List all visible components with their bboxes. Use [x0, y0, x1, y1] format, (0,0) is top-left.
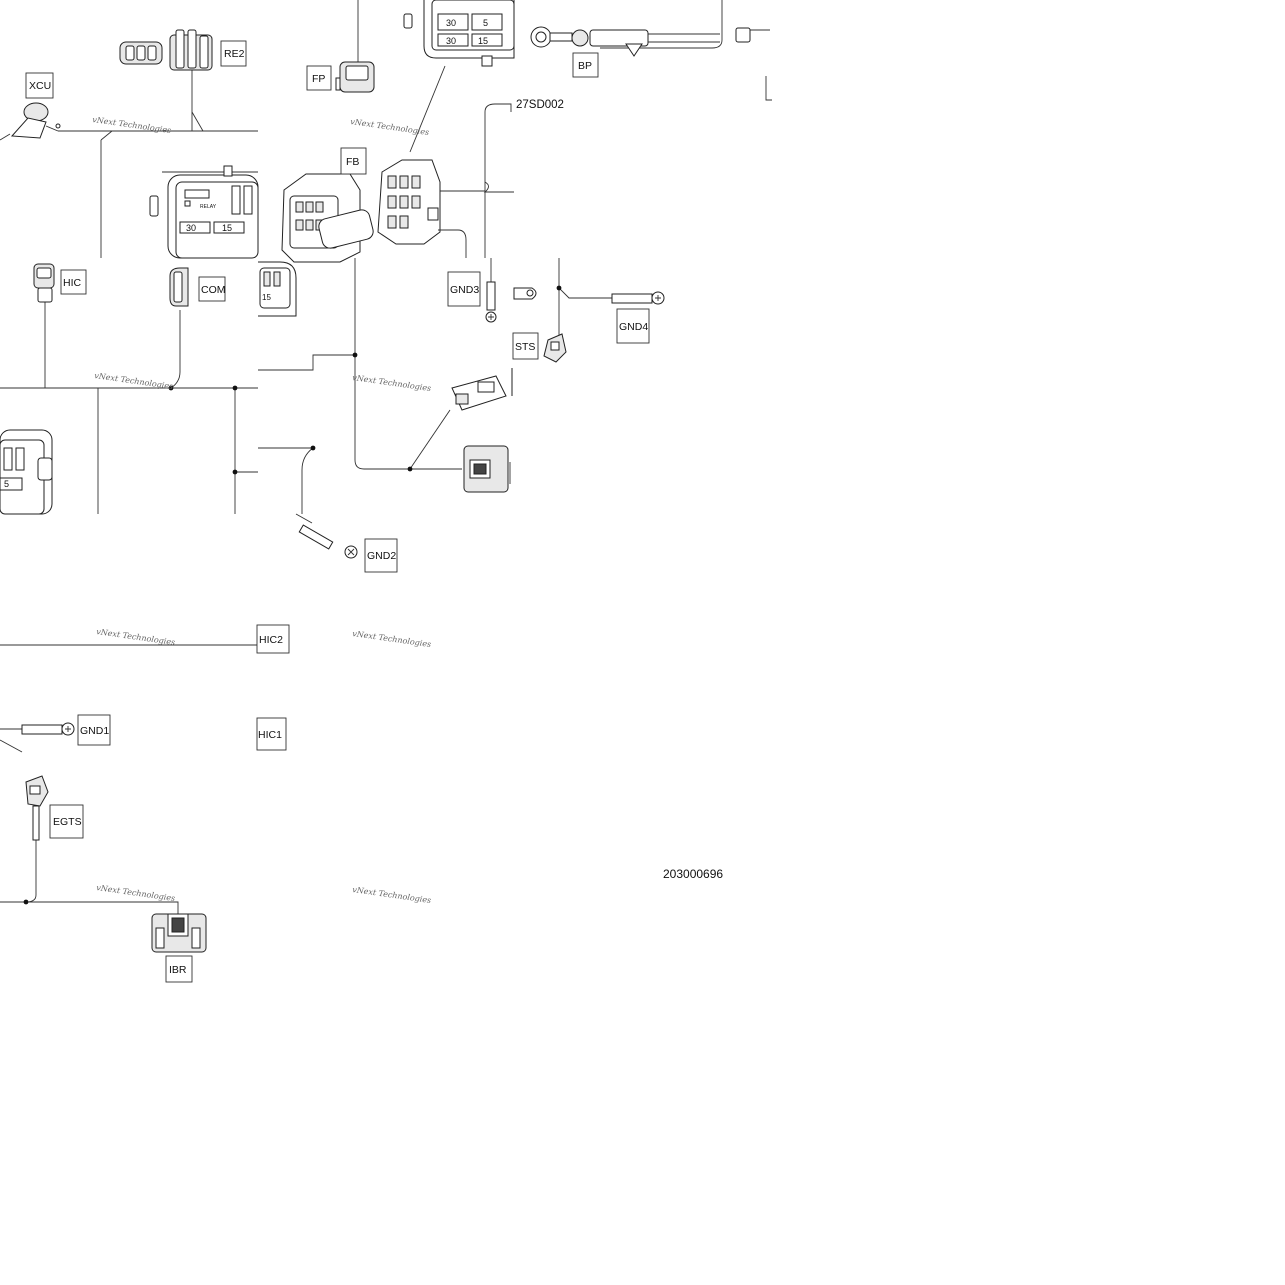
label-hic: HIC — [60, 269, 87, 295]
fuse-label-5-lower: 5 — [4, 479, 9, 489]
harness-wires — [0, 0, 770, 915]
gnd4-ring-terminal — [611, 291, 665, 305]
watermark-2: vNext Technologies — [350, 117, 430, 137]
xcu-component-illustration — [10, 102, 61, 139]
label-sts: STS — [512, 332, 539, 360]
fuse-box-main: 30 5 30 15 — [403, 0, 515, 67]
label-gnd4: GND4 — [616, 308, 650, 344]
fuse-label-30-main-b: 30 — [446, 36, 456, 46]
fuse-box-middle-fragment: 15 — [258, 261, 297, 317]
svg-text:HIC2: HIC2 — [259, 634, 283, 646]
label-ibr: IBR — [165, 955, 193, 983]
bp-lead-illustration — [530, 26, 751, 57]
svg-text:RE2: RE2 — [224, 48, 245, 60]
svg-text:RELAY: RELAY — [200, 204, 217, 210]
label-com: COM — [198, 276, 226, 302]
label-fb: FB — [340, 147, 367, 175]
label-gnd2: GND2 — [364, 538, 398, 573]
label-fp: FP — [306, 65, 332, 91]
watermark-8: vNext Technologies — [352, 885, 432, 905]
fuse-label-15-mid: 15 — [262, 293, 271, 302]
fuse-label-30-main: 30 — [446, 18, 456, 28]
label-hic2: HIC2 — [256, 624, 290, 654]
svg-text:FB: FB — [346, 156, 359, 168]
svg-text:EGTS: EGTS — [53, 816, 82, 828]
svg-text:HIC1: HIC1 — [258, 729, 282, 741]
fuse-label-30: 30 — [186, 223, 196, 233]
fuse-label-15-main: 15 — [478, 36, 488, 46]
reference-number: 203000696 — [663, 867, 723, 881]
sts-sensor-illustration — [543, 333, 567, 363]
label-egts: EGTS — [49, 804, 84, 839]
com-connector-illustration — [169, 267, 189, 307]
fuse-label-15: 15 — [222, 223, 232, 233]
connector-labels: RE2 XCU FP FB BP HIC COM GND3 — [25, 40, 650, 983]
svg-text:GND1: GND1 — [80, 725, 109, 737]
svg-text:BP: BP — [578, 60, 592, 72]
label-bp: BP — [572, 52, 599, 78]
gnd1-ring-terminal — [21, 722, 75, 736]
label-gnd1: GND1 — [77, 714, 111, 746]
watermark-4: vNext Technologies — [352, 373, 432, 393]
svg-text:XCU: XCU — [29, 80, 51, 92]
svg-text:GND2: GND2 — [367, 550, 396, 562]
splice-points — [23, 285, 562, 905]
gnd3-ring-terminal — [485, 281, 537, 323]
inline-connector-illustration — [451, 368, 513, 411]
fp-connector-illustration — [335, 61, 375, 93]
svg-text:GND4: GND4 — [619, 321, 648, 333]
gnd2-ring-terminal — [298, 524, 358, 559]
watermark-1: vNext Technologies — [92, 115, 172, 135]
watermark-5: vNext Technologies — [96, 627, 176, 647]
egts-sensor-illustration — [25, 775, 49, 841]
svg-text:IBR: IBR — [169, 964, 187, 976]
svg-text:STS: STS — [515, 341, 535, 353]
hic-connector-illustration — [33, 263, 55, 303]
ibr-connector-illustration — [151, 913, 207, 953]
re2-connector-illustration — [119, 29, 213, 71]
fuse-label-5-main: 5 — [483, 18, 488, 28]
fuse-box-left: RELAY 30 15 — [149, 165, 259, 259]
svg-text:COM: COM — [201, 284, 226, 296]
fuse-box-lower-left: 5 — [0, 429, 53, 515]
watermark-6: vNext Technologies — [352, 629, 432, 649]
side-connector-illustration — [463, 445, 511, 493]
label-hic1: HIC1 — [256, 717, 287, 751]
edge-fragments — [0, 76, 772, 141]
label-gnd3: GND3 — [447, 271, 481, 307]
svg-text:FP: FP — [312, 73, 325, 85]
harness-code-label: 27SD002 — [516, 99, 564, 111]
watermark-7: vNext Technologies — [96, 883, 176, 903]
svg-text:GND3: GND3 — [450, 284, 479, 296]
label-re2: RE2 — [220, 40, 247, 67]
label-xcu: XCU — [25, 72, 54, 99]
svg-text:HIC: HIC — [63, 277, 82, 289]
fb-connector-illustration — [281, 159, 467, 263]
